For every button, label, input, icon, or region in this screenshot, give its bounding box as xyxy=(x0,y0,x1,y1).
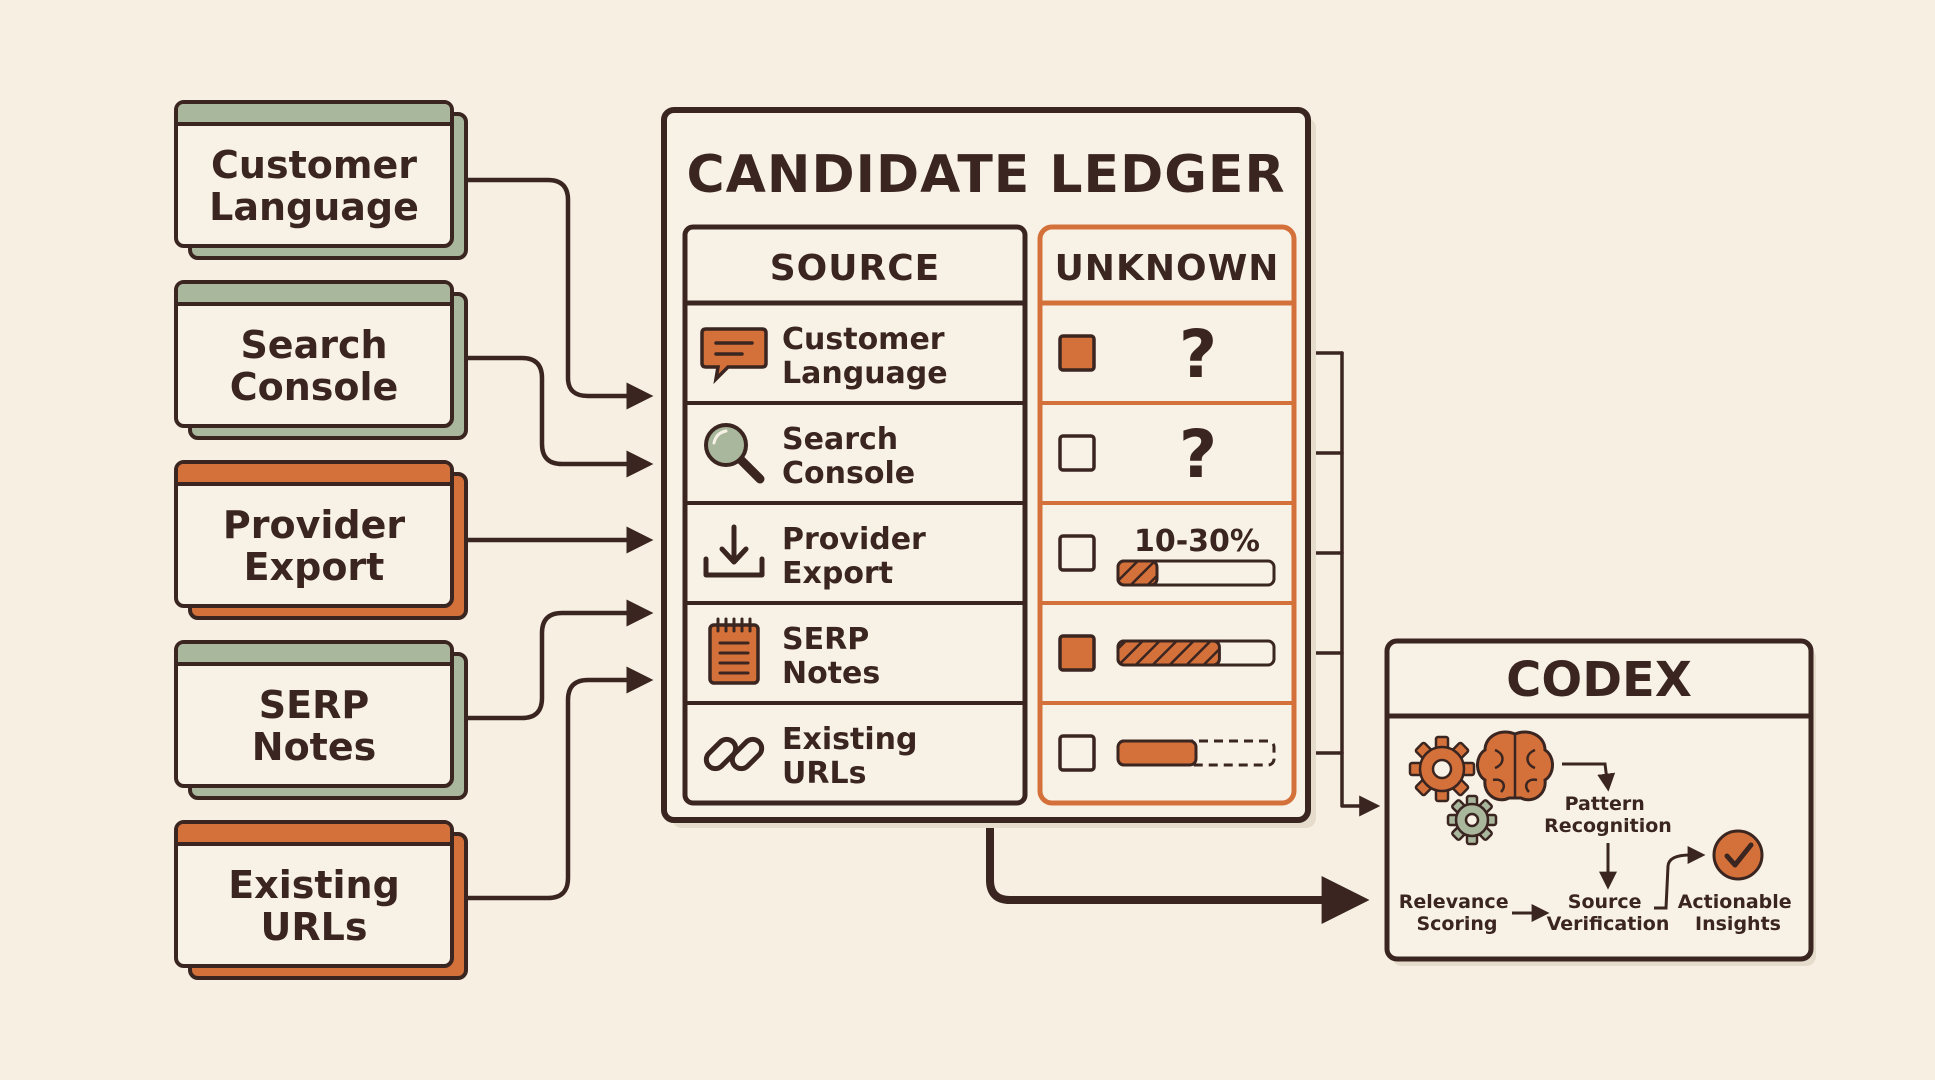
check-badge-icon xyxy=(1712,829,1764,881)
step-actionable-insights: Actionable Insights xyxy=(1678,891,1799,935)
step-source-verification: Source Verification xyxy=(1547,891,1670,935)
step-relevance-scoring: Relevance Scoring xyxy=(1399,891,1515,935)
step-pattern-recognition: Pattern Recognition xyxy=(1544,793,1672,837)
progress-bar xyxy=(1116,559,1276,587)
unknown-header: UNKNOWN xyxy=(1055,248,1280,289)
row-checkbox[interactable] xyxy=(1058,734,1096,772)
row-checkbox[interactable] xyxy=(1058,534,1096,572)
source-header: SOURCE xyxy=(770,248,941,289)
magnifier-icon xyxy=(704,423,765,484)
ledger-title: CANDIDATE LEDGER xyxy=(687,145,1286,205)
row-checkbox[interactable] xyxy=(1058,434,1096,472)
chain-link-icon xyxy=(703,736,765,772)
progress-bar xyxy=(1116,739,1276,767)
unknown-question-mark: ? xyxy=(1179,416,1217,493)
source-column xyxy=(682,224,1028,806)
gear-icon xyxy=(1408,735,1476,803)
range-label: 10-30% xyxy=(1134,524,1260,559)
unknown-column xyxy=(1037,224,1297,806)
brain-icon xyxy=(1476,730,1554,802)
chat-bubble-icon xyxy=(700,327,768,385)
candidate-ledger: CANDIDATE LEDGER SOURCE UNKNOWN Customer… xyxy=(661,107,1316,828)
download-icon xyxy=(703,524,765,578)
codex-title: CODEX xyxy=(1506,652,1692,708)
unknown-question-mark: ? xyxy=(1179,316,1217,393)
row-checkbox[interactable] xyxy=(1058,634,1096,672)
small-gear-icon xyxy=(1446,794,1498,846)
notepad-icon xyxy=(708,617,760,685)
codex-panel: CODEX xyxy=(1384,638,1816,966)
progress-bar xyxy=(1116,639,1276,667)
row-checkbox[interactable] xyxy=(1058,334,1096,372)
